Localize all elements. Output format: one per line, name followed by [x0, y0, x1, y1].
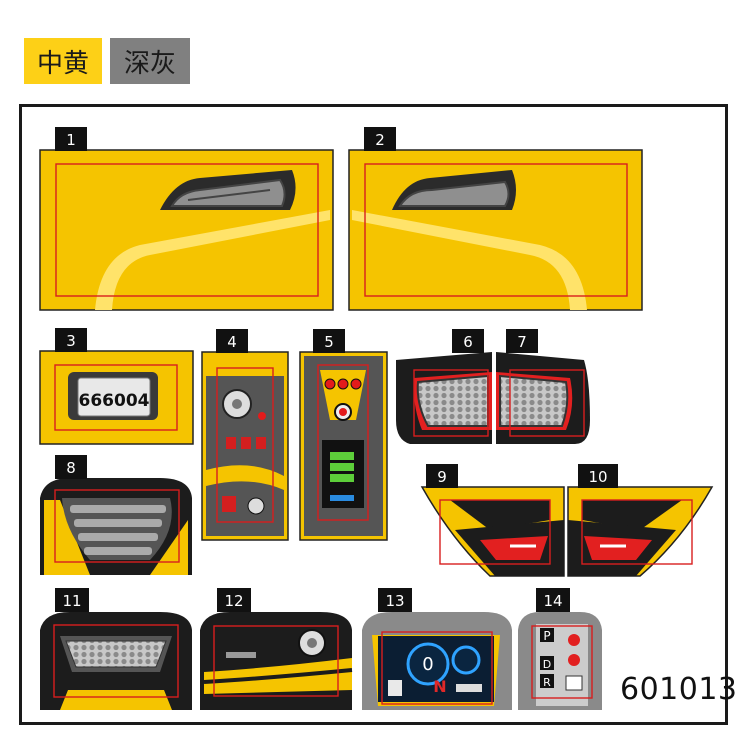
color-label-gray: 深灰 — [123, 48, 176, 79]
sticker-6-number: 6 — [463, 333, 473, 351]
color-swatch-gray: 深灰 — [110, 38, 190, 84]
color-label-yellow: 中黄 — [36, 48, 89, 79]
sticker-7 — [496, 352, 590, 444]
sticker-10-number: 10 — [588, 468, 607, 486]
sticker-14-number-tag: 14 — [536, 588, 570, 612]
sticker-1-number: 1 — [66, 131, 76, 149]
sticker-3-number-tag: 3 — [55, 328, 87, 352]
sticker-7-number-tag: 7 — [506, 329, 538, 353]
color-swatch-yellow: 中黄 — [24, 38, 102, 84]
sticker-5-number: 5 — [324, 333, 334, 351]
sticker-4 — [201, 351, 289, 541]
gear-r-label: R — [543, 676, 551, 689]
sticker-13-number-tag: 13 — [378, 588, 412, 612]
sticker-11-number: 11 — [62, 592, 81, 610]
sticker-7-number: 7 — [517, 333, 527, 351]
sticker-3: 666004 — [39, 350, 194, 445]
sticker-14: P D R — [518, 612, 602, 710]
sticker-8 — [40, 478, 192, 575]
sticker-2-number-tag: 2 — [364, 127, 396, 151]
sticker-12-number: 12 — [224, 592, 243, 610]
sticker-5 — [299, 351, 388, 541]
sticker-13-number: 13 — [385, 592, 404, 610]
sticker-9-number-tag: 9 — [426, 464, 458, 488]
gear-letter: N — [433, 677, 446, 696]
sticker-3-number: 3 — [66, 332, 76, 350]
sticker-4-number-tag: 4 — [216, 329, 248, 353]
sticker-2 — [348, 149, 643, 311]
sticker-1-number-tag: 1 — [55, 127, 87, 151]
sticker-13: 0 N — [362, 612, 512, 710]
sticker-6-number-tag: 6 — [452, 329, 484, 353]
sticker-9 — [420, 486, 565, 577]
license-plate-text: 666004 — [79, 391, 150, 411]
sticker-10 — [567, 486, 714, 577]
sticker-12-number-tag: 12 — [217, 588, 251, 612]
set-code: 601013 — [620, 672, 738, 707]
sticker-10-number-tag: 10 — [578, 464, 618, 488]
sticker-12 — [200, 612, 353, 710]
sticker-14-number: 14 — [543, 592, 562, 610]
sticker-11 — [40, 612, 192, 710]
sticker-9-number: 9 — [437, 468, 447, 486]
speed-digit: 0 — [422, 654, 433, 675]
sticker-8-number: 8 — [66, 459, 76, 477]
sticker-sheet — [19, 104, 728, 725]
gear-p-label: P — [543, 629, 550, 643]
sticker-2-number: 2 — [375, 131, 385, 149]
sticker-4-number: 4 — [227, 333, 237, 351]
sticker-1 — [39, 149, 334, 311]
sticker-8-number-tag: 8 — [55, 455, 87, 479]
gear-d-label: D — [543, 658, 551, 671]
sticker-6 — [396, 352, 492, 444]
sticker-11-number-tag: 11 — [55, 588, 89, 612]
sticker-5-number-tag: 5 — [313, 329, 345, 353]
